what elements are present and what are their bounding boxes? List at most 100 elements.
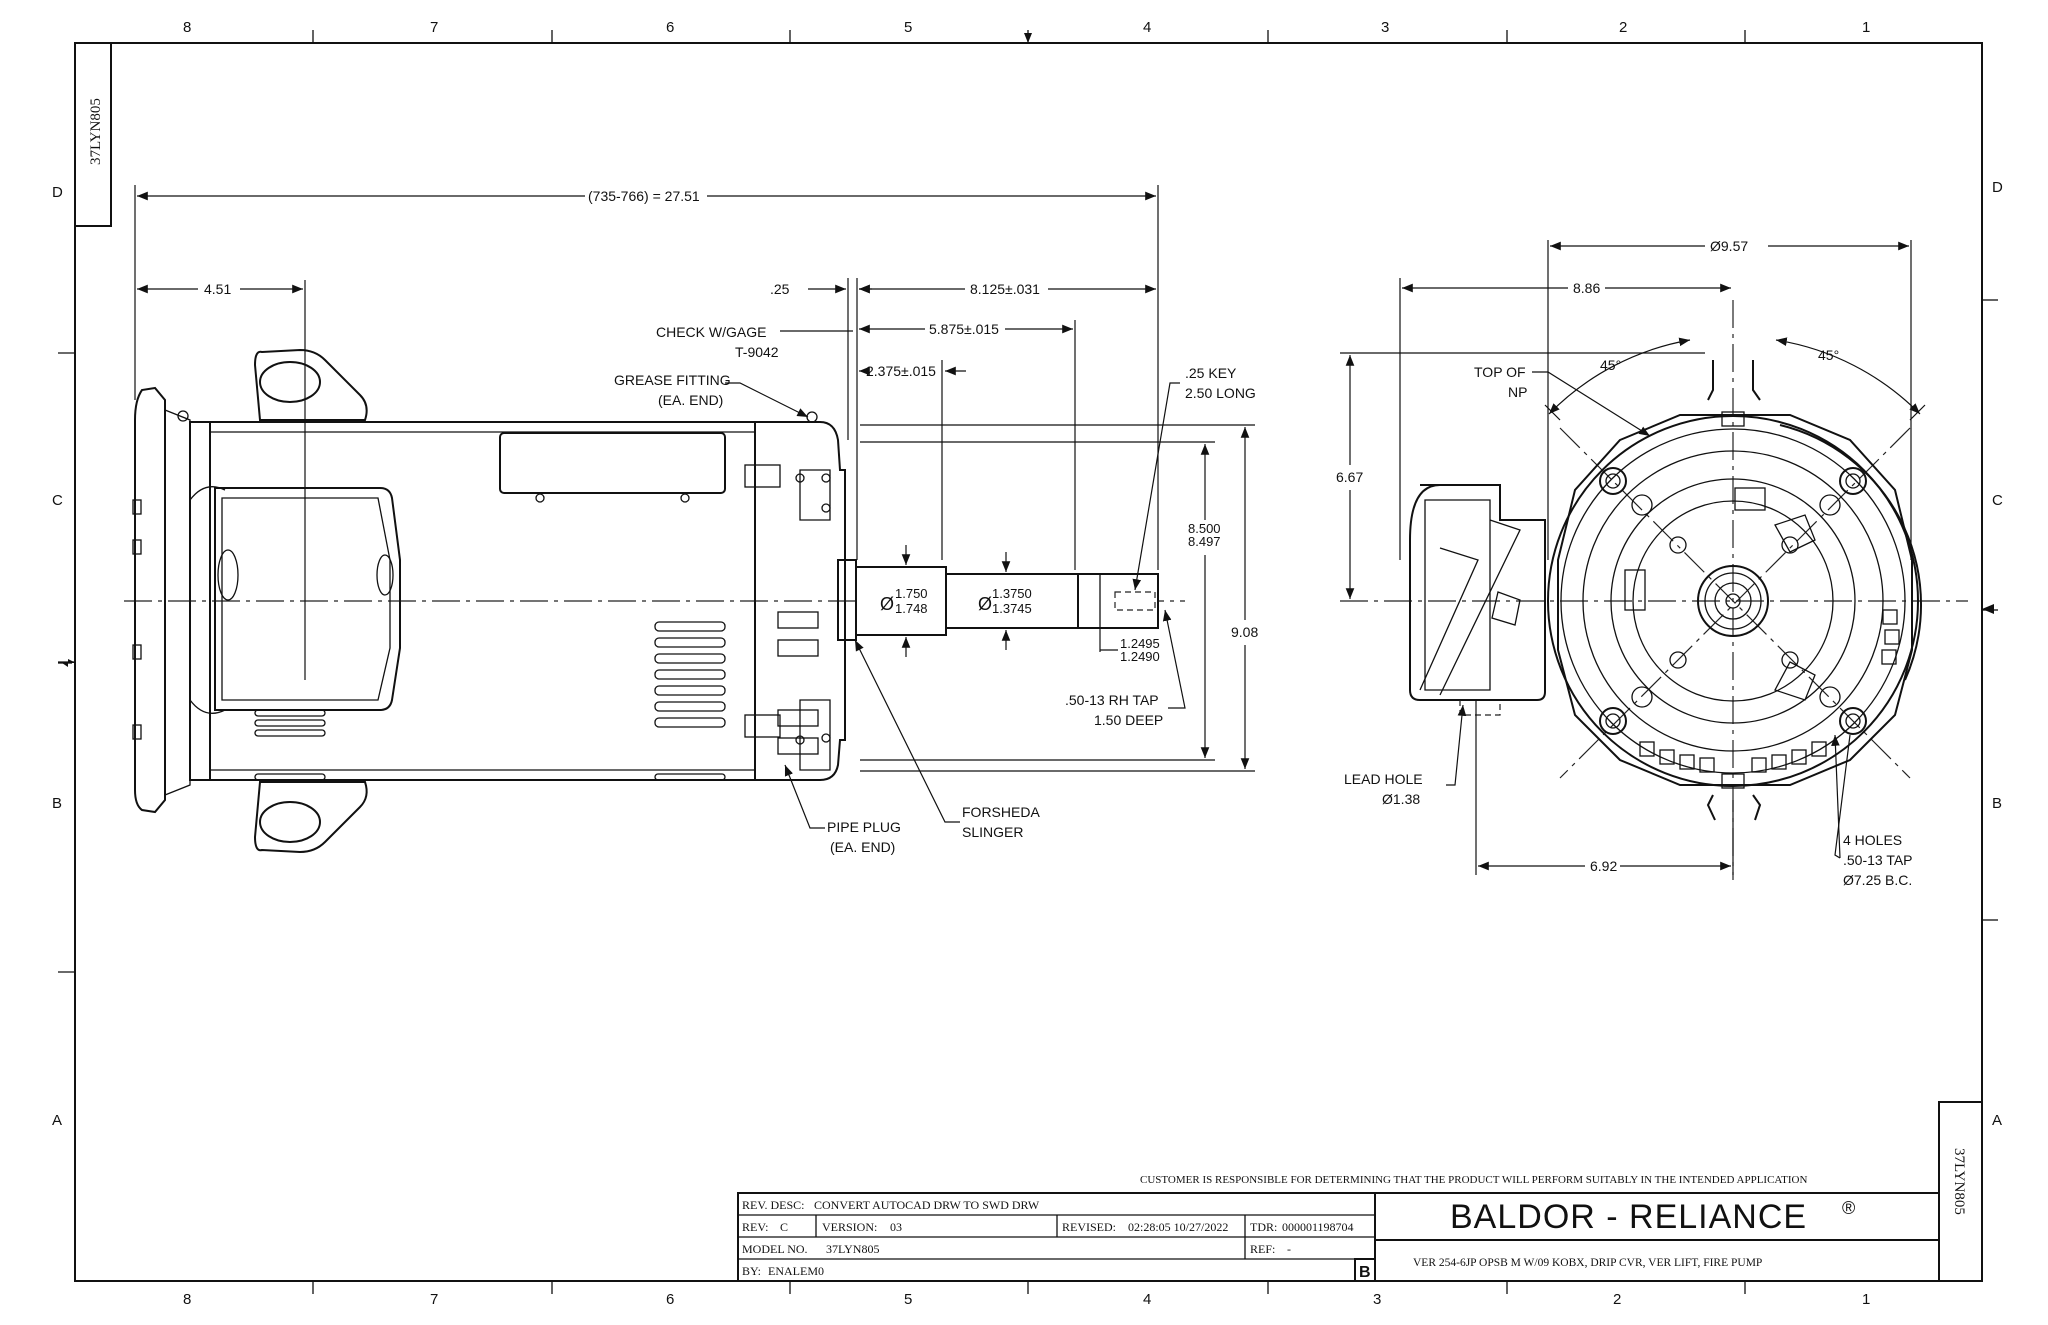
motor-side-view <box>124 348 1185 854</box>
svg-text:5: 5 <box>904 1291 912 1308</box>
svg-text:2: 2 <box>1619 19 1627 36</box>
label-lead-hole: LEAD HOLE <box>1344 771 1423 787</box>
side-view-dimensions: (735-766) = 27.51 4.51 .25 8.125±.031 5.… <box>134 185 1258 855</box>
svg-text:D: D <box>1992 179 2003 196</box>
svg-text:5: 5 <box>904 19 912 36</box>
lifting-lug-top <box>253 348 368 421</box>
zone-ticks <box>58 30 1998 1294</box>
label-check-gage: CHECK W/GAGE <box>656 324 766 340</box>
version-label: VERSION: <box>822 1220 877 1234</box>
svg-text:6: 6 <box>666 19 674 36</box>
center-arrow-right <box>1982 604 1994 614</box>
dim-8-86: 8.86 <box>1573 280 1600 296</box>
label-pipe-plug: PIPE PLUG <box>827 819 901 835</box>
dia-13745: 1.3745 <box>992 601 1032 616</box>
label-top-np-2: NP <box>1508 384 1527 400</box>
label-lead-hole-dia: Ø1.38 <box>1382 791 1420 807</box>
dim-5-875: 5.875±.015 <box>929 321 999 337</box>
dim-25: .25 <box>770 281 790 297</box>
angle-left: 45° <box>1600 357 1621 373</box>
dim-6-92: 6.92 <box>1590 858 1617 874</box>
tdr-label: TDR: <box>1250 1220 1277 1234</box>
svg-text:1: 1 <box>1862 19 1870 36</box>
label-pipe-plug-each: (EA. END) <box>830 839 895 855</box>
end-view-dimensions: Ø9.57 8.86 6.67 45° 45° TOP OF NP LEAD H… <box>1336 238 1926 888</box>
revised-label: REVISED: <box>1062 1220 1116 1234</box>
label-holes-bc: Ø7.25 B.C. <box>1843 872 1912 888</box>
dim-2-375: 2.375±.015 <box>866 363 936 379</box>
svg-text:7: 7 <box>430 1291 438 1308</box>
by-value: ENALEM0 <box>768 1264 824 1278</box>
dia-1750: 1.750 <box>895 586 928 601</box>
title-block: CUSTOMER IS RESPONSIBLE FOR DETERMINING … <box>737 1174 1940 1282</box>
model-label: MODEL NO. <box>742 1242 808 1256</box>
model-value: 37LYN805 <box>826 1242 879 1256</box>
zone-column-labels-bottom: 8 7 6 5 4 3 2 1 <box>183 1291 1870 1308</box>
by-label: BY: <box>742 1264 761 1278</box>
svg-text:1: 1 <box>1862 1291 1870 1308</box>
dim-12495: 1.2495 <box>1120 636 1160 651</box>
label-key: .25 KEY <box>1185 365 1237 381</box>
dim-8-125: 8.125±.031 <box>970 281 1040 297</box>
dim-6-67: 6.67 <box>1336 469 1363 485</box>
svg-text:4: 4 <box>1143 1291 1151 1308</box>
brand-name: BALDOR - RELIANCE <box>1450 1198 1807 1236</box>
svg-text:8: 8 <box>183 1291 191 1308</box>
dia-1748: 1.748 <box>895 601 928 616</box>
shaft-small <box>945 573 1079 629</box>
rev-label: REV: <box>742 1220 768 1234</box>
svg-text:8: 8 <box>183 19 191 36</box>
vent-ring <box>1639 609 1900 773</box>
version-value: 03 <box>890 1220 902 1234</box>
revised-value: 02:28:05 10/27/2022 <box>1128 1220 1228 1234</box>
rev-desc: CONVERT AUTOCAD DRW TO SWD DRW <box>814 1198 1040 1212</box>
dim-8497: 8.497 <box>1188 534 1221 549</box>
svg-text:3: 3 <box>1381 19 1389 36</box>
dim-8500: 8.500 <box>1188 521 1221 536</box>
svg-text:C: C <box>52 492 63 509</box>
drawing-number-bottom: 37LYN805 <box>1951 1148 1967 1215</box>
dia-13750: 1.3750 <box>992 586 1032 601</box>
label-grease-fitting-each: (EA. END) <box>658 392 723 408</box>
svg-text:6: 6 <box>666 1291 674 1308</box>
ref-label: REF: <box>1250 1242 1275 1256</box>
label-tap-depth: 1.50 DEEP <box>1094 712 1163 728</box>
svg-text:A: A <box>52 1112 62 1129</box>
label-grease-fitting: GREASE FITTING <box>614 372 731 388</box>
svg-text:C: C <box>1992 492 2003 509</box>
dim-overall-length: (735-766) = 27.51 <box>588 188 700 204</box>
zone-column-labels-top: 8 7 6 5 4 3 2 1 <box>183 19 1870 36</box>
label-slinger: FORSHEDA <box>962 804 1040 820</box>
zone-row-labels: D C B A D C B A <box>52 179 2003 1129</box>
rev-desc-label: REV. DESC: <box>742 1198 804 1212</box>
svg-text:D: D <box>52 184 63 201</box>
dim-9-08: 9.08 <box>1231 624 1258 640</box>
nameplate <box>499 432 726 494</box>
svg-text:3: 3 <box>1373 1291 1381 1308</box>
conduit-box <box>1409 484 1546 701</box>
svg-text:2: 2 <box>1613 1291 1621 1308</box>
svg-text:4: 4 <box>1143 19 1151 36</box>
label-slinger-2: SLINGER <box>962 824 1023 840</box>
label-holes-tap: .50-13 TAP <box>1843 852 1913 868</box>
drawing-number-box-top <box>74 42 112 227</box>
bolt-holes <box>1599 467 1867 735</box>
shaft-end <box>1077 573 1159 629</box>
vent-slots <box>254 621 726 781</box>
motor-frame <box>209 421 756 781</box>
label-check-gage-no: T-9042 <box>735 344 779 360</box>
brand-mark: ® <box>1842 1198 1855 1218</box>
svg-text:A: A <box>1992 1112 2002 1129</box>
dim-dia-9-57: Ø9.57 <box>1710 238 1748 254</box>
dim-12490: 1.2490 <box>1120 649 1160 664</box>
svg-text:B: B <box>52 795 62 812</box>
rev-value: C <box>780 1220 788 1234</box>
label-holes: 4 HOLES <box>1843 832 1902 848</box>
angle-right: 45° <box>1818 347 1839 363</box>
dia-symbol-2: Ø <box>978 594 992 614</box>
shaft-large <box>855 566 947 636</box>
sheet-size: B <box>1359 1264 1371 1281</box>
dia-symbol-1: Ø <box>880 594 894 614</box>
lifting-lug-bottom <box>253 781 368 854</box>
